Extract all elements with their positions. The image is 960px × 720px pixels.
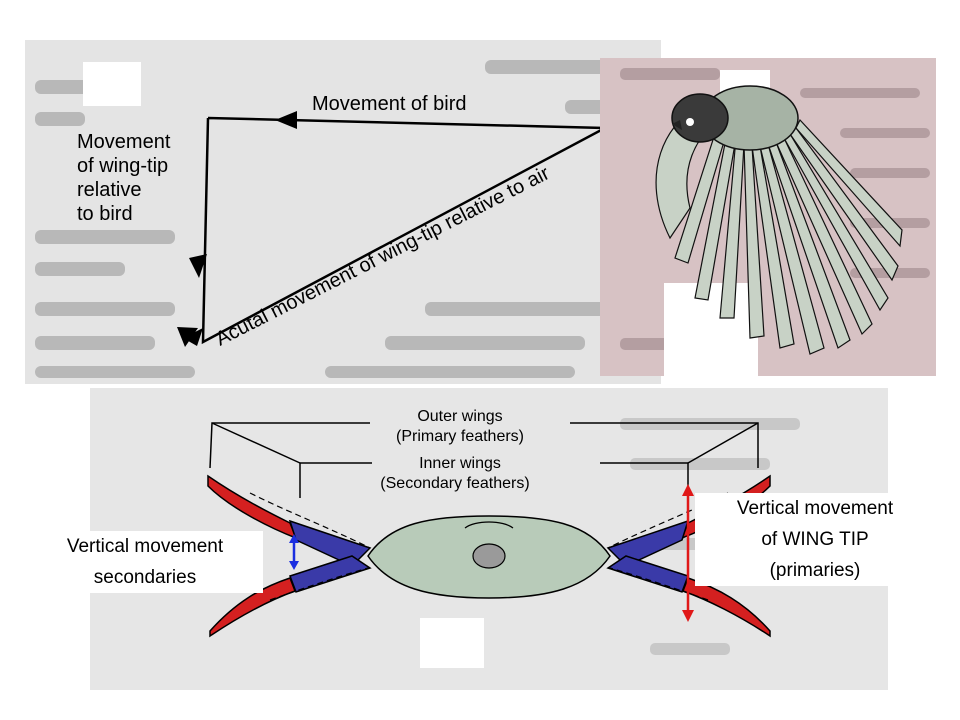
bird-head xyxy=(671,93,729,143)
bird-illustration-panel xyxy=(600,58,936,376)
spine-cross-section xyxy=(472,543,506,569)
bird-wing xyxy=(655,97,903,355)
wingtip-relative-label: Movement of wing-tip relative to bird xyxy=(77,131,176,225)
secondary-feathers-label: (Secondary feathers) xyxy=(380,475,529,492)
movement-of-bird-label: Movement of bird xyxy=(312,93,467,115)
label-line: Vertical movement xyxy=(736,498,894,519)
white-cover-patch xyxy=(664,283,758,376)
bird-illustration-svg xyxy=(620,68,930,376)
label-line: of WING TIP xyxy=(761,529,869,550)
bird-movement-arrowhead xyxy=(275,111,297,129)
outer-wings-label: Outer wings xyxy=(417,408,502,425)
bird-eye xyxy=(686,118,694,126)
lower-right-primaries xyxy=(682,577,771,638)
inner-wings-label: Inner wings xyxy=(419,455,501,472)
lower-left-secondaries xyxy=(289,555,372,593)
label-line: Vertical movement xyxy=(66,536,224,557)
wingtip-triangle-path xyxy=(201,116,610,345)
red-vertical-arrow xyxy=(682,484,694,622)
wingtip-vertical-movement-label: Vertical movement of WING TIP (primaries… xyxy=(695,493,935,586)
blue-vertical-arrow xyxy=(289,534,299,570)
primary-feathers-label: (Primary feathers) xyxy=(396,428,524,445)
white-cover-patch xyxy=(420,618,484,668)
wingtip-path-diagram: Movement of bird Movement of wing-tip re… xyxy=(25,40,661,384)
actual-movement-arrowhead xyxy=(183,328,203,346)
label-line: secondaries xyxy=(93,567,197,588)
upper-left-primaries xyxy=(207,474,298,540)
background-text-texture xyxy=(35,60,645,378)
relative-movement-arrowhead-1 xyxy=(189,254,207,278)
lower-right-secondaries xyxy=(606,555,689,593)
bird-beak xyxy=(672,120,682,130)
label-line: (primaries) xyxy=(769,560,861,581)
secondaries-vertical-movement-label: Vertical movement secondaries xyxy=(27,531,263,593)
wingtip-path-svg: Movement of bird Movement of wing-tip re… xyxy=(35,60,645,378)
white-cover-patch xyxy=(83,62,141,106)
actual-movement-label: Acutal movement of wing-tip relative to … xyxy=(212,162,553,350)
